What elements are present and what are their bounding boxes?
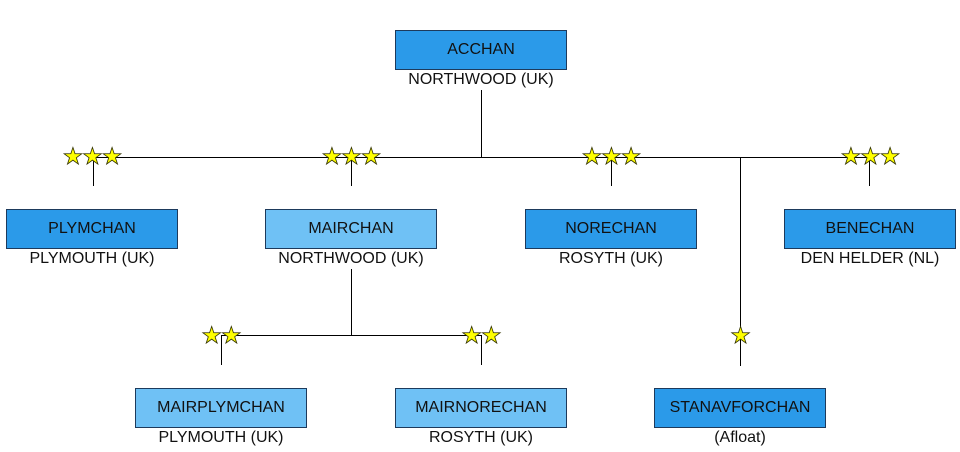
command-name: MAIRNORECHAN [415,399,547,416]
command-location: ROSYTH (UK) [559,250,663,267]
command-box-mairchan[interactable]: MAIRCHAN [265,209,437,249]
command-location: PLYMOUTH (UK) [158,429,284,446]
command-name: BENECHAN [825,220,915,237]
command-name: MAIRCHAN [308,220,394,237]
command-location: NORTHWOOD (UK) [408,71,554,88]
command-name: ACCHAN [447,41,515,58]
command-location: NORTHWOOD (UK) [278,250,424,267]
star-icon: ★★ [201,322,242,348]
command-name: NORECHAN [565,220,657,237]
command-name: PLYMCHAN [48,220,136,237]
command-box-stanavforchan[interactable]: STANAVFORCHAN [654,388,826,428]
command-box-benechan[interactable]: BENECHAN [784,209,956,249]
star-icon: ★★★ [840,143,901,169]
star-icon: ★★★ [321,143,382,169]
command-box-plymchan[interactable]: PLYMCHAN [6,209,178,249]
command-name: MAIRPLYMCHAN [157,399,285,416]
command-box-acchan[interactable]: ACCHAN [395,30,567,70]
star-icon: ★ [730,322,751,348]
star-icon: ★★★ [62,143,123,169]
command-location: PLYMOUTH (UK) [29,250,155,267]
command-box-mairplymchan[interactable]: MAIRPLYMCHAN [135,388,307,428]
command-location: (Afloat) [714,429,766,446]
star-icon: ★★ [461,322,502,348]
command-location: DEN HELDER (NL) [800,250,940,267]
command-location: ROSYTH (UK) [429,429,533,446]
command-name: STANAVFORCHAN [669,399,811,416]
command-box-norechan[interactable]: NORECHAN [525,209,697,249]
command-box-mairnorechan[interactable]: MAIRNORECHAN [395,388,567,428]
star-icon: ★★★ [581,143,642,169]
